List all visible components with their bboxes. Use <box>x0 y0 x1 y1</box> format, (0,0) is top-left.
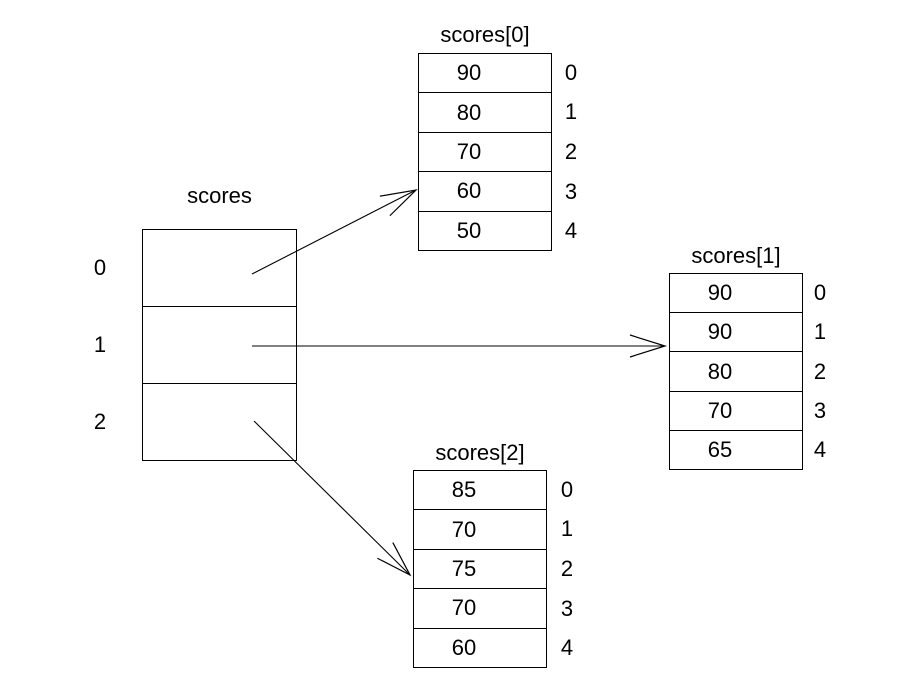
main-array-cell-1 <box>143 306 296 383</box>
array-cell: 70 <box>414 588 546 627</box>
array-cell: 60 <box>414 627 546 667</box>
subarray-1-box: 90 90 80 70 65 <box>669 273 803 470</box>
array-cell: 50 <box>419 210 551 250</box>
array-cell: 85 <box>451 477 477 503</box>
array-cell: 70 <box>414 509 546 548</box>
subarray-1-title: scores[1] <box>691 243 781 268</box>
array-cell: 60 <box>419 171 551 210</box>
index-label: 3 <box>813 397 827 423</box>
index-label: 2 <box>564 138 578 164</box>
array-cell: 90 <box>707 280 733 306</box>
main-array-title: scores <box>187 183 252 208</box>
main-index-label: 1 <box>93 331 107 357</box>
array-cell: 80 <box>670 351 802 390</box>
main-array-box <box>142 229 297 461</box>
main-array-cell-0 <box>143 230 296 306</box>
index-label: 4 <box>564 218 578 244</box>
index-label: 2 <box>560 555 574 581</box>
index-label: 4 <box>813 437 827 463</box>
index-label: 0 <box>560 476 574 502</box>
array-cell: 70 <box>419 131 551 171</box>
index-label: 4 <box>560 635 574 661</box>
array-cell: 65 <box>670 429 802 469</box>
subarray-2-title: scores[2] <box>435 440 525 465</box>
index-label: 3 <box>564 178 578 204</box>
main-array-cell-2 <box>143 383 296 460</box>
main-array-index-column: 0 1 2 <box>85 229 115 461</box>
index-label: 1 <box>813 319 827 345</box>
subarray-0-index-column: 0 1 2 3 4 <box>554 53 588 251</box>
subarray-2-box: 85 70 75 70 60 <box>413 470 547 668</box>
subarray-0-box: 90 80 70 60 50 <box>418 53 552 251</box>
array-cell: 80 <box>419 92 551 131</box>
index-label: 1 <box>564 99 578 125</box>
index-label: 0 <box>564 59 578 85</box>
index-label: 2 <box>813 358 827 384</box>
array-cell: 90 <box>670 312 802 351</box>
subarray-1-index-column: 0 1 2 3 4 <box>803 273 837 470</box>
main-index-label: 0 <box>93 254 107 280</box>
subarray-0-title: scores[0] <box>440 22 530 47</box>
array-cell: 75 <box>414 548 546 588</box>
main-index-label: 2 <box>93 409 107 435</box>
array-cell: 90 <box>456 60 482 86</box>
array-cell: 70 <box>670 390 802 430</box>
index-label: 0 <box>813 279 827 305</box>
index-label: 1 <box>560 516 574 542</box>
subarray-2-index-column: 0 1 2 3 4 <box>549 470 585 668</box>
index-label: 3 <box>560 595 574 621</box>
